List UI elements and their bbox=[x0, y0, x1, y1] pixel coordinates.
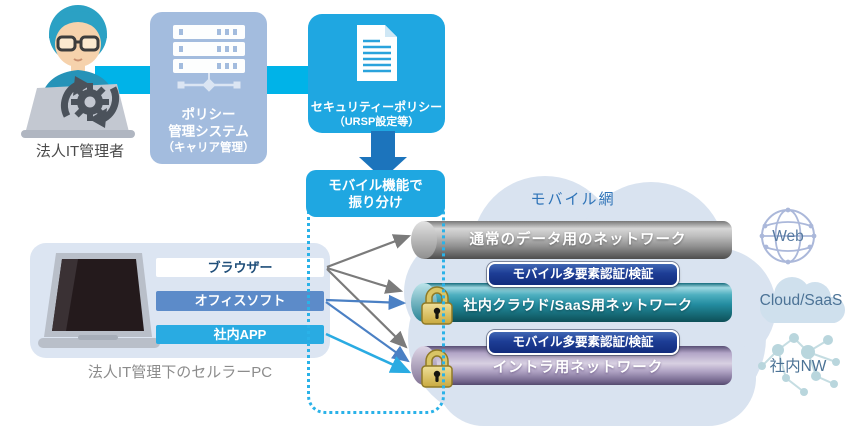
policy-line2: 管理システム bbox=[168, 124, 249, 139]
globe-icon bbox=[759, 207, 817, 265]
arrow-browser-to-intra bbox=[326, 268, 408, 349]
mfa-badge-intra: モバイル多要素認証/検証 bbox=[487, 330, 679, 355]
routing-line1: モバイル機能で bbox=[328, 178, 423, 193]
network-icon bbox=[758, 333, 840, 396]
app-browser-bar: ブラウザー bbox=[156, 258, 324, 277]
document-icon bbox=[357, 25, 397, 81]
security-line2: （URSP設定等） bbox=[333, 116, 420, 128]
mobile-network-label: モバイル網 bbox=[530, 191, 616, 208]
web-label: Web bbox=[772, 228, 804, 245]
arrow-app-to-intra bbox=[325, 332, 412, 374]
arrow-browser-to-saas bbox=[326, 266, 404, 294]
mfa-badge-saas: モバイル多要素認証/検証 bbox=[487, 262, 679, 287]
policy-system-box: ポリシー 管理システム （キャリア管理） bbox=[150, 12, 267, 164]
security-policy-box: セキュリティーポリシー （URSP設定等） bbox=[308, 14, 445, 133]
policy-line3: （キャリア管理） bbox=[162, 142, 255, 154]
app-internal-bar: 社内APP bbox=[156, 325, 324, 344]
routing-line2: 振り分け bbox=[348, 195, 403, 210]
laptop-icon bbox=[38, 253, 160, 348]
admin-label: 法人IT管理者 bbox=[35, 143, 125, 160]
internal-nw-label: 社内NW bbox=[769, 358, 827, 375]
lock-icon-intra bbox=[421, 349, 453, 388]
cloud-icon bbox=[760, 277, 845, 323]
sync-gear-icon bbox=[60, 76, 120, 128]
app-office-bar: オフィスソフト bbox=[156, 291, 324, 311]
arrow-office-to-saas bbox=[325, 294, 407, 311]
cloud-saas-label: Cloud/SaaS bbox=[759, 292, 843, 309]
saas-network-pipe: 社内クラウド/SaaS用ネットワーク bbox=[424, 283, 732, 322]
default-pipe-cap bbox=[411, 221, 437, 259]
security-line1: セキュリティーポリシー bbox=[310, 100, 443, 114]
arrow-office-to-intra bbox=[325, 301, 410, 363]
admin-person-icon bbox=[21, 5, 135, 138]
lock-icon-saas bbox=[421, 286, 453, 325]
routing-function-box: モバイル機能で 振り分け bbox=[306, 170, 445, 217]
policy-line1: ポリシー bbox=[181, 107, 236, 122]
pc-caption: 法人IT管理下のセルラーPC bbox=[87, 364, 273, 381]
security-box-text: セキュリティーポリシー （URSP設定等） bbox=[308, 100, 445, 130]
policy-box-text: ポリシー 管理システム （キャリア管理） bbox=[150, 106, 267, 156]
down-arrow-stem bbox=[371, 131, 395, 158]
intra-network-pipe: イントラ用ネットワーク bbox=[424, 346, 732, 385]
arrow-browser-to-default bbox=[326, 234, 412, 269]
server-icon bbox=[173, 25, 245, 92]
default-network-pipe: 通常のデータ用のネットワーク bbox=[424, 221, 732, 259]
